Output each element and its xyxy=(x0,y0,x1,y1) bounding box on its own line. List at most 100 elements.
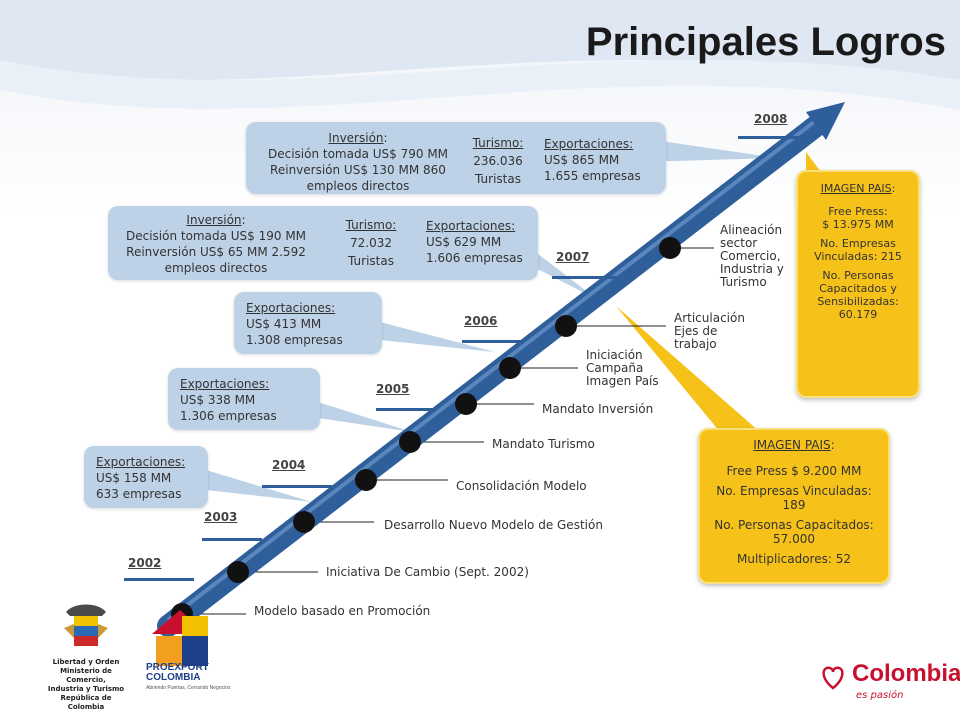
callout-tail-2006 xyxy=(380,322,495,352)
inversion-line: Reinversión US$ 65 MM 2.592 xyxy=(126,245,306,259)
imagen-line: Free Press $ 9.200 MM xyxy=(726,464,862,478)
turismo-title-2008: Turismo: xyxy=(472,136,524,150)
year-line-2003 xyxy=(202,538,262,541)
milestone-label-5: Mandato Turismo xyxy=(492,437,595,451)
turismo-2008: Turismo: 236.036 Turistas xyxy=(468,134,528,188)
year-2002: 2002 xyxy=(128,556,162,570)
callout-2008: Inversión: Decisión tomada US$ 790 MM Re… xyxy=(246,122,666,194)
exportaciones-2008: Exportaciones: US$ 865 MM 1.655 empresas xyxy=(544,136,664,184)
imagen-pais-2008: IMAGEN PAIS: Free Press: $ 13.975 MM No.… xyxy=(796,170,920,398)
colombia-brand: Colombia xyxy=(852,660,960,687)
inversion-2007: Inversión: Decisión tomada US$ 190 MM Re… xyxy=(112,212,320,276)
milestone-label-4: Consolidación Modelo xyxy=(456,479,587,493)
callout-tail-2007 xyxy=(520,240,598,300)
year-2007: 2007 xyxy=(556,250,590,264)
year-line-2005 xyxy=(376,408,436,411)
callout-tail-2005 xyxy=(318,402,412,432)
exportaciones-line: 1.655 empresas xyxy=(544,169,641,183)
exportaciones-line: US$ 158 MM xyxy=(96,471,172,485)
callout-tail-2003 xyxy=(206,470,312,502)
milestone-label-9: Alineación sector Comercio, Industria y … xyxy=(720,223,784,289)
node-5 xyxy=(399,431,421,453)
year-line-2004 xyxy=(262,485,332,488)
imagen-line: No. Empresas Vinculadas: 215 xyxy=(814,237,902,263)
ministry-line: Libertad y Orden xyxy=(52,658,120,666)
node-2 xyxy=(227,561,249,583)
milestone-label-3: Desarrollo Nuevo Modelo de Gestión xyxy=(384,518,603,532)
exportaciones-title-2003: Exportaciones: xyxy=(96,455,186,469)
imagen-line: Free Press: xyxy=(828,205,888,218)
year-line-2008 xyxy=(738,136,804,139)
node-6 xyxy=(455,393,477,415)
exportaciones-line: US$ 865 MM xyxy=(544,153,620,167)
exportaciones-line: US$ 629 MM xyxy=(426,235,502,249)
year-line-2002 xyxy=(124,578,194,581)
milestone-label-2: Iniciativa De Cambio (Sept. 2002) xyxy=(326,565,529,579)
inversion-line: Decisión tomada US$ 190 MM xyxy=(125,229,307,243)
coat-of-arms-icon xyxy=(64,604,108,646)
colombia-heart-icon xyxy=(822,666,844,690)
node-8 xyxy=(555,315,577,337)
turismo-line: 236.036 xyxy=(473,154,523,168)
turismo-line: Turistas xyxy=(348,254,394,268)
inversion-line: Reinversión US$ 130 MM 860 xyxy=(270,163,446,177)
milestone-label-8: Articulación Ejes de trabajo xyxy=(674,311,745,351)
callout-2006: Exportaciones: US$ 413 MM 1.308 empresas xyxy=(234,292,382,354)
proexport-logo-icon xyxy=(152,610,208,666)
inversion-line: empleos directos xyxy=(306,179,410,193)
imagen-line: $ 13.975 MM xyxy=(822,218,894,231)
year-2006: 2006 xyxy=(464,314,498,328)
turismo-line: 72.032 xyxy=(350,236,392,250)
imagen-line: Multiplicadores: 52 xyxy=(737,552,851,566)
colombia-tagline: es pasión xyxy=(856,690,904,701)
callout-tail-imagen-2007 xyxy=(616,306,760,432)
inversion-line: empleos directos xyxy=(164,261,268,275)
year-2003: 2003 xyxy=(204,510,238,524)
year-line-2006 xyxy=(462,340,522,343)
exportaciones-title-2008: Exportaciones: xyxy=(544,137,634,151)
exportaciones-line: 1.606 empresas xyxy=(426,251,523,265)
imagen-pais-title-2007: IMAGEN PAIS xyxy=(753,438,831,452)
node-7 xyxy=(499,357,521,379)
year-line-2007 xyxy=(552,276,622,279)
exportaciones-line: US$ 413 MM xyxy=(246,317,322,331)
node-9 xyxy=(659,237,681,259)
ministry-line: Industria y Turismo xyxy=(47,685,125,693)
imagen-line: No. Personas Capacitados: 57.000 xyxy=(714,518,874,546)
exportaciones-title-2005: Exportaciones: xyxy=(180,377,270,391)
exportaciones-line: 1.308 empresas xyxy=(246,333,343,347)
exportaciones-line: 1.306 empresas xyxy=(180,409,277,423)
turismo-title-2007: Turismo: xyxy=(345,218,397,232)
proexport-wordmark: PROEXPORT COLOMBIA Abriendo Puertas, Cer… xyxy=(146,663,231,693)
milestone-label-6: Mandato Inversión xyxy=(542,402,654,416)
turismo-line: Turistas xyxy=(475,172,521,186)
inversion-title-2008: Inversión xyxy=(328,131,384,145)
inversion-title-2007: Inversión xyxy=(186,213,242,227)
imagen-pais-2007: IMAGEN PAIS: Free Press $ 9.200 MM No. E… xyxy=(698,428,890,584)
turismo-2007: Turismo: 72.032 Turistas xyxy=(340,216,402,270)
proexport-country: COLOMBIA xyxy=(146,672,201,683)
callout-tail-2008 xyxy=(640,138,778,162)
year-2008: 2008 xyxy=(754,112,788,126)
inversion-line: Decisión tomada US$ 790 MM xyxy=(267,147,449,161)
node-4 xyxy=(355,469,377,491)
callout-2005: Exportaciones: US$ 338 MM 1.306 empresas xyxy=(168,368,320,430)
milestone-nodes xyxy=(171,237,681,625)
ministry-line: República de Colombia xyxy=(60,694,112,711)
page-title: Principales Logros xyxy=(585,20,946,64)
exportaciones-title-2007: Exportaciones: xyxy=(426,219,516,233)
proexport-name: PROEXPORT xyxy=(146,662,209,673)
milestone-label-1: Modelo basado en Promoción xyxy=(254,604,431,618)
callout-2003: Exportaciones: US$ 158 MM 633 empresas xyxy=(84,446,208,508)
inversion-2008: Inversión: Decisión tomada US$ 790 MM Re… xyxy=(252,130,464,194)
year-2005: 2005 xyxy=(376,382,410,396)
timeline-arrow xyxy=(157,102,845,637)
exportaciones-title-2006: Exportaciones: xyxy=(246,301,336,315)
ministry-line: Ministerio de Comercio, xyxy=(60,667,112,684)
exportaciones-2007: Exportaciones: US$ 629 MM 1.606 empresas xyxy=(426,218,538,266)
proexport-tagline: Abriendo Puertas, Cerrando Negocios xyxy=(146,685,231,691)
ministry-logo: Libertad y Orden Ministerio de Comercio,… xyxy=(46,598,126,712)
imagen-line: No. Empresas Vinculadas: 189 xyxy=(716,484,872,512)
exportaciones-line: US$ 338 MM xyxy=(180,393,256,407)
